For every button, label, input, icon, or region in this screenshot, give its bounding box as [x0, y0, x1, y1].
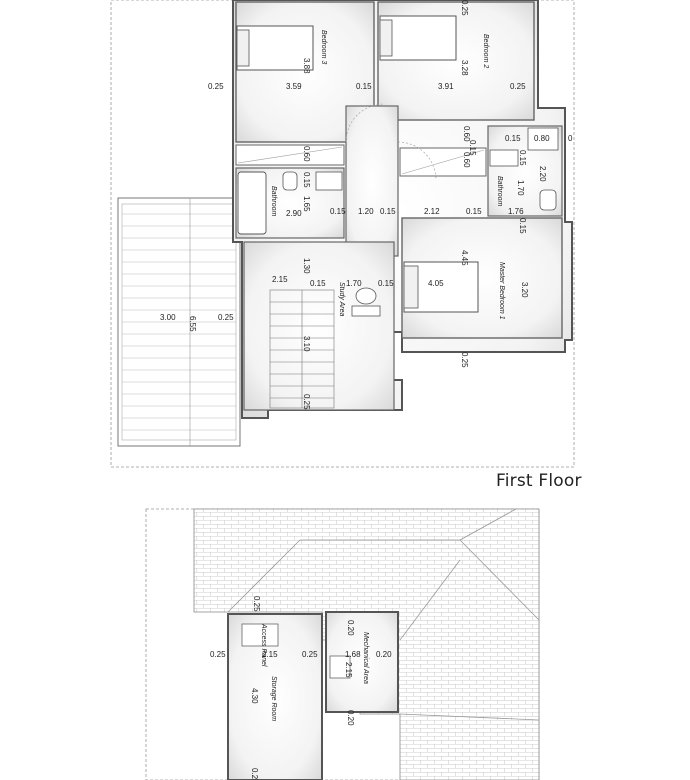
room-label: Bathroom — [270, 186, 277, 217]
dimension-label: 0.15 — [505, 134, 521, 143]
dimension-label: 0.25 — [250, 768, 259, 780]
dimension-label: 3.10 — [302, 336, 311, 352]
dimension-label: 4.30 — [250, 688, 259, 704]
site-boundary — [110, 0, 575, 468]
dimension-label: 0.25 — [302, 394, 311, 410]
room-label: Master Bedroom 1 — [498, 262, 505, 320]
dimension-label: 0.80 — [534, 134, 550, 143]
dimension-label: 2.90 — [286, 209, 302, 218]
terrace — [117, 197, 241, 447]
dimension-label: 0.25 — [208, 82, 224, 91]
dimension-label: 3.00 — [160, 313, 176, 322]
dimension-label: 3.88 — [302, 58, 311, 74]
dimension-label: 0.60 — [462, 126, 471, 142]
dimension-label: 0.15 — [330, 207, 346, 216]
dimension-label: 3.20 — [520, 282, 529, 298]
dimension-label: 1.68 — [345, 650, 361, 659]
dimension-label: 1.30 — [302, 258, 311, 274]
dimension-label: 0.15 — [378, 279, 394, 288]
room-label: Access Panel — [260, 623, 267, 667]
dimension-label: 0.15 — [356, 82, 372, 91]
dimension-label: 0.15 — [380, 207, 396, 216]
dimension-label: 0.20 — [346, 710, 355, 726]
roof-floor-plan: Access Panel Storage Room Mechanical Are… — [145, 508, 540, 780]
dimension-label: 3.91 — [438, 82, 454, 91]
floor-title: First Floor — [496, 471, 582, 491]
bathtub-icon — [237, 171, 267, 235]
desk-icon — [351, 305, 381, 317]
dimension-label: 0.25 — [510, 82, 526, 91]
dimension-label: 1.20 — [358, 207, 374, 216]
staircase — [269, 289, 335, 409]
toilet-icon — [539, 189, 557, 211]
dimension-label: 4.05 — [428, 279, 444, 288]
dimension-label: 0.25 — [218, 313, 234, 322]
bed-icon — [379, 15, 457, 61]
toilet-icon — [282, 171, 298, 191]
sink-icon — [489, 149, 519, 167]
dimension-label: 0.60 — [302, 146, 311, 162]
dimension-label: 3.59 — [286, 82, 302, 91]
dimension-label: 2.15 — [262, 650, 278, 659]
room-label: Bedroom 2 — [482, 34, 489, 68]
room-label: Bathroom — [496, 176, 503, 207]
dimension-label: 4.45 — [460, 250, 469, 266]
dimension-label: 0.25 — [302, 650, 318, 659]
first-floor-plan: Bedroom 3 Bedroom 2 Bathroom Bathroom St… — [110, 0, 575, 468]
dimension-label: 1.76 — [508, 207, 524, 216]
dimension-label: 1.65 — [302, 196, 311, 212]
dimension-label: 0.15 — [468, 140, 477, 156]
dimension-label: 6.55 — [188, 316, 197, 332]
dimension-label: 1.70 — [346, 279, 362, 288]
room-label: Bedroom 3 — [320, 30, 327, 64]
dimension-label: 0.25 — [252, 596, 261, 612]
bed-icon — [236, 25, 314, 71]
room-label: Mechanical Area — [362, 632, 369, 684]
dimension-label: 0 — [568, 134, 573, 143]
room-label: Storage Room — [270, 676, 277, 721]
dimension-label: 0.25 — [460, 352, 469, 368]
dimension-label: 0.20 — [346, 620, 355, 636]
dimension-label: 0.15 — [310, 279, 326, 288]
dimension-label: 0.25 — [460, 0, 469, 16]
dimension-label: 0.15 — [466, 207, 482, 216]
dimension-label: 3.28 — [460, 60, 469, 76]
dimension-label: 2.15 — [272, 275, 288, 284]
dimension-label: 0.15 — [518, 218, 527, 234]
chair-icon — [355, 287, 377, 305]
dimension-label: 0.15 — [518, 150, 527, 166]
dimension-label: 0.15 — [302, 172, 311, 188]
shower-icon — [527, 127, 559, 151]
dimension-label: 2.15 — [344, 662, 353, 678]
sink-icon — [315, 171, 343, 191]
dimension-label: 2.12 — [424, 207, 440, 216]
dimension-label: 1.70 — [516, 180, 525, 196]
room-label: Study Area — [338, 282, 345, 316]
dimension-label: 0.60 — [462, 152, 471, 168]
dimension-label: 2.20 — [538, 166, 547, 182]
access-panel — [241, 623, 279, 647]
dimension-label: 0.25 — [210, 650, 226, 659]
dimension-label: 0.20 — [376, 650, 392, 659]
hallway — [345, 105, 399, 257]
